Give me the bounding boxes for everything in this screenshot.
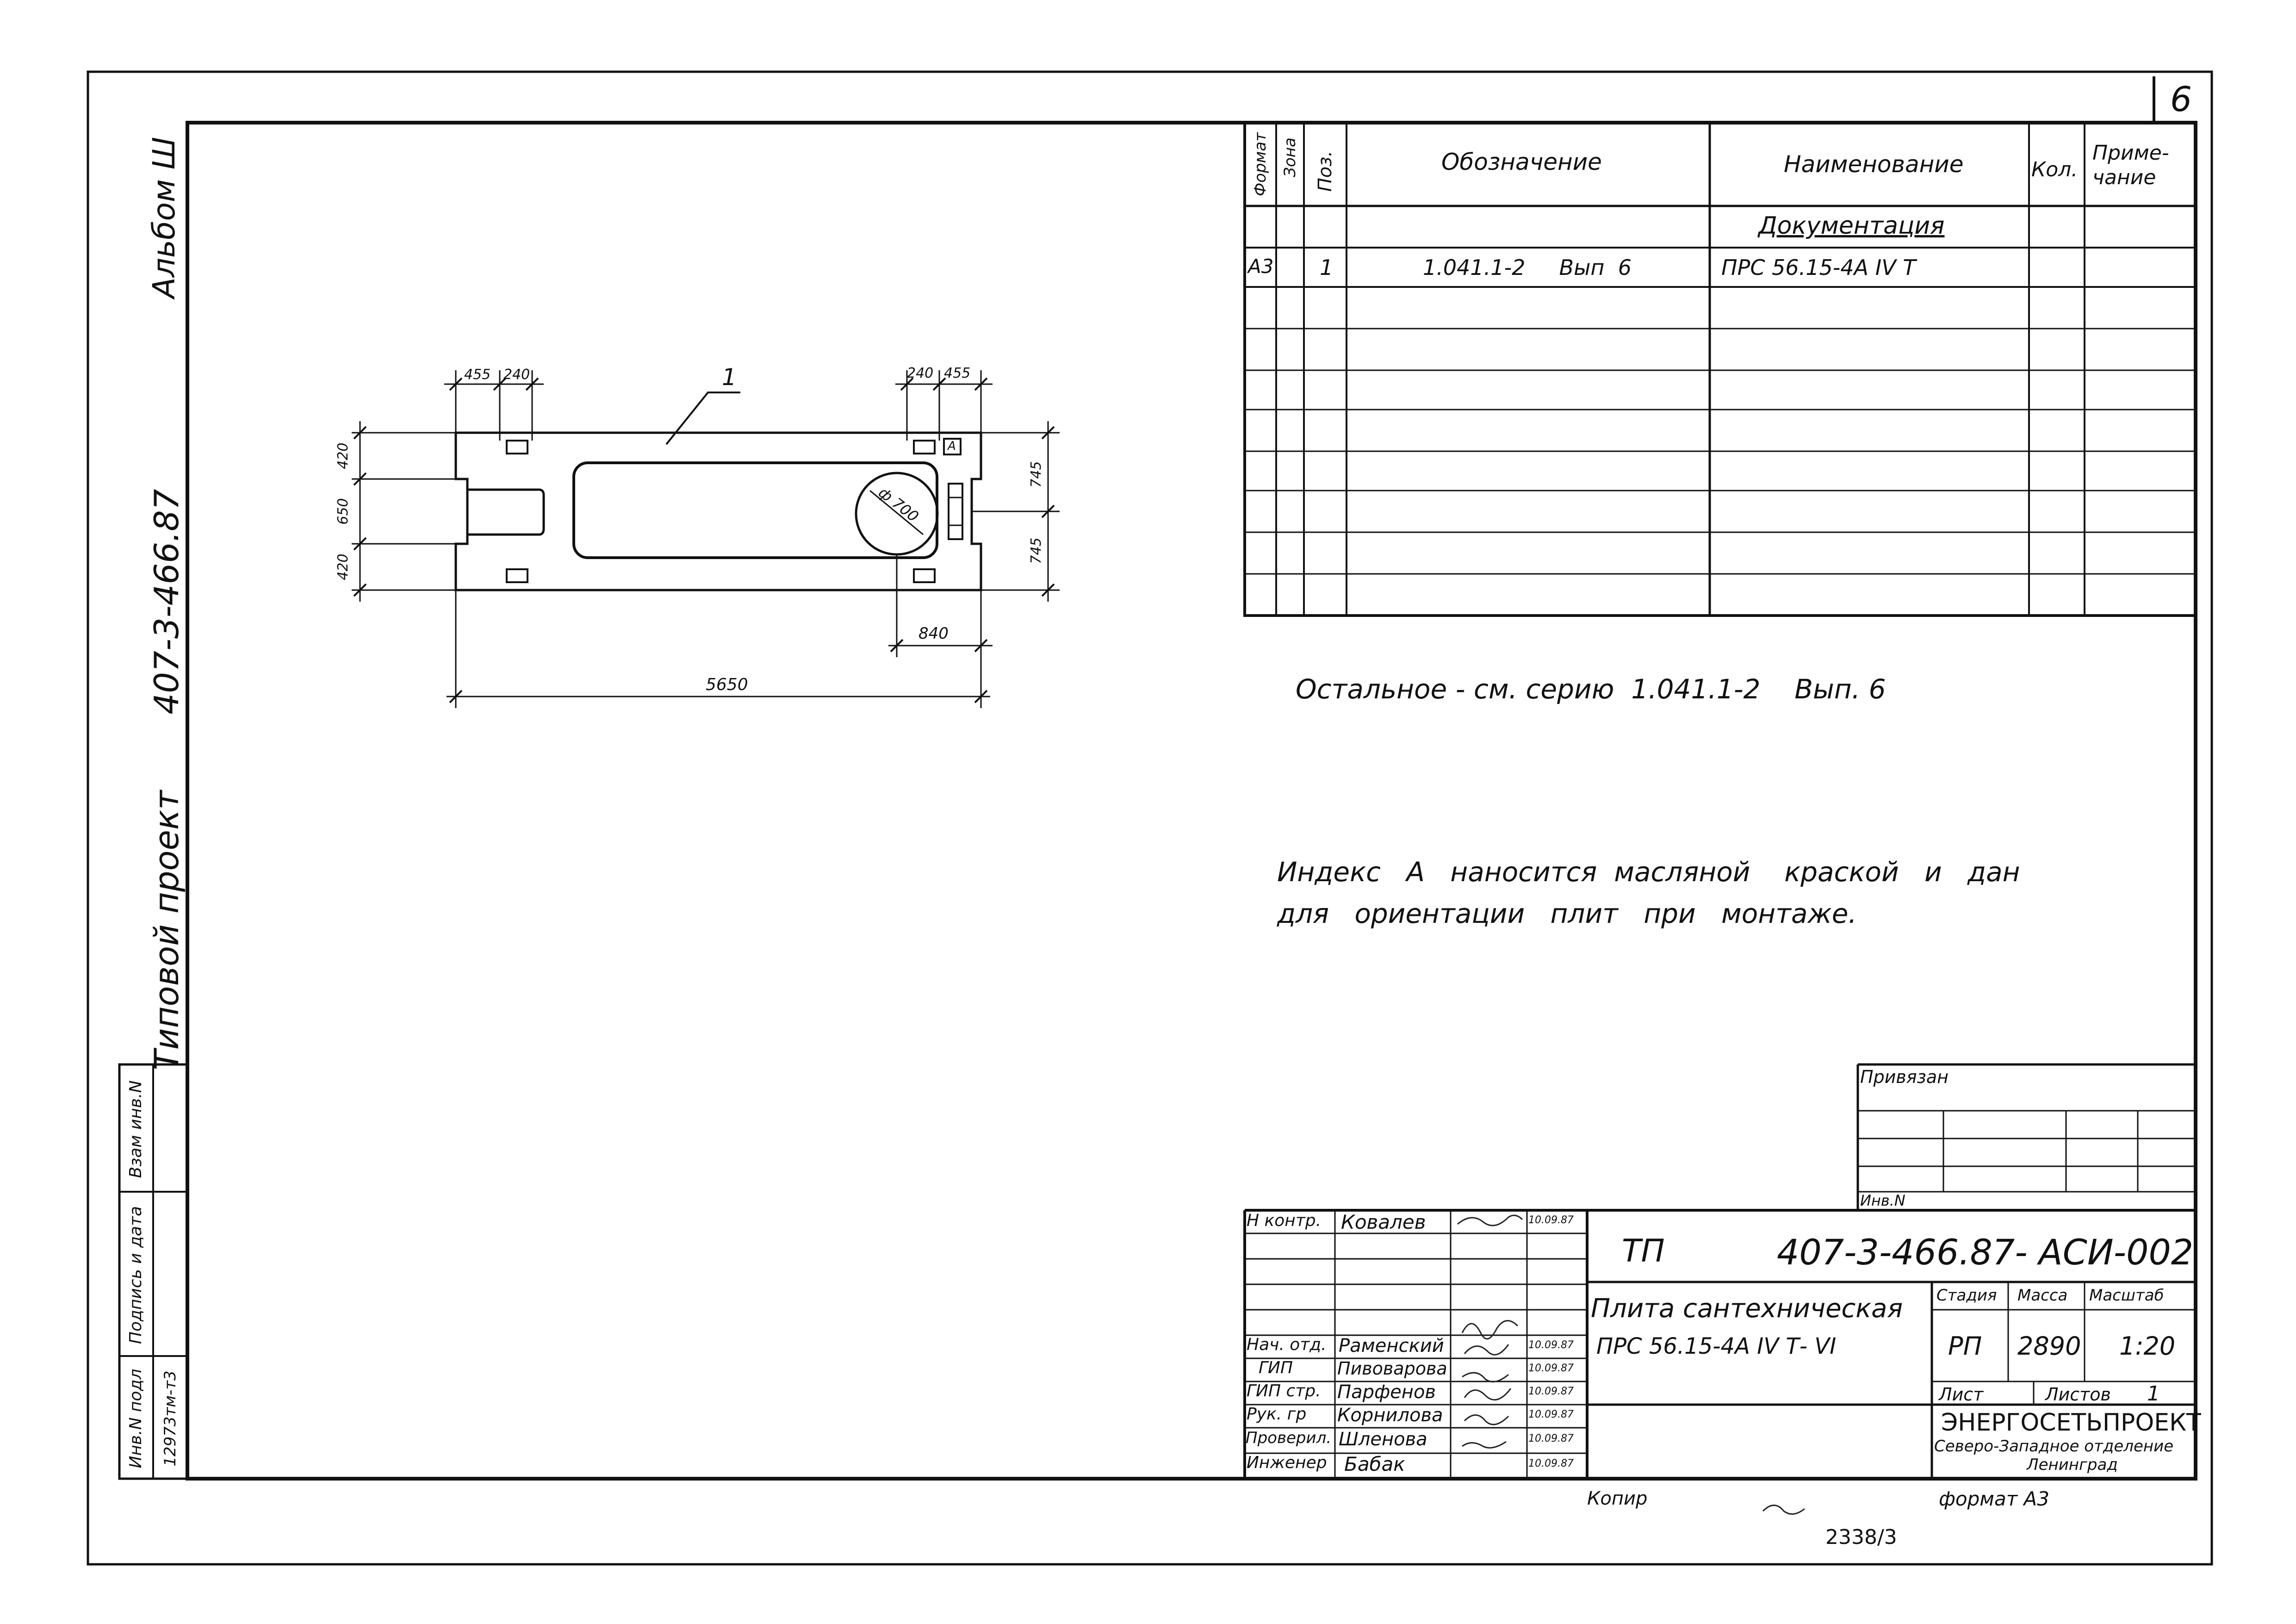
tp-label: ТП (1622, 1233, 1665, 1269)
sig-role: Рук. гр (1247, 1405, 1307, 1424)
dimension-lines (352, 370, 1060, 708)
sig-name: Корнилова (1337, 1405, 1443, 1426)
sig-date: 10.09.87 (1528, 1458, 1574, 1469)
header-pos: Поз. (1315, 150, 1336, 192)
inv-n-label: Инв.N (1860, 1192, 1905, 1209)
org-branch: Северо-Западное отделение (1934, 1437, 2174, 1456)
header-note: Приме- чание (2092, 141, 2169, 189)
spec-table-lines (1243, 121, 2197, 617)
privyazan-label: Привязан (1860, 1067, 1948, 1087)
scale-value: 1:20 (2119, 1332, 2176, 1361)
header-qty: Кол. (2031, 158, 2078, 181)
document-code: 407-3-466.87- АСИ-002 (1777, 1232, 2194, 1273)
format-label: формат А3 (1939, 1487, 2049, 1510)
sig-role: Проверил. (1246, 1429, 1332, 1447)
stage-value: РП (1948, 1332, 1982, 1361)
sig-role: ГИП стр. (1247, 1381, 1321, 1400)
dim-left-2: 650 (335, 498, 351, 525)
dim-top-right-1: 240 (907, 365, 934, 381)
mass-value: 2890 (2017, 1332, 2081, 1361)
scale-label: Масштаб (2089, 1286, 2164, 1305)
note-index-line2: для ориентации плит при монтаже. (1277, 898, 1857, 929)
sheets-label: Листов (2045, 1384, 2111, 1405)
note-index-line1: Индекс А наносится масляной краской и да… (1277, 856, 2020, 888)
sig-date: 10.09.87 (1528, 1433, 1574, 1444)
org-city: Ленинград (2027, 1456, 2118, 1474)
header-zone: Зона (1281, 137, 1299, 177)
title-line2: ПРС 56.15-4А IV Т- VI (1596, 1333, 1837, 1359)
mass-label: Масса (2017, 1286, 2068, 1305)
sheets-value: 1 (2147, 1382, 2160, 1406)
sig-date: 10.09.87 (1528, 1339, 1574, 1351)
sig-name: Шленова (1339, 1429, 1427, 1450)
sig-date: 10.09.87 (1528, 1409, 1574, 1420)
sig-name: Бабак (1344, 1453, 1405, 1475)
sig-date: 10.09.87 (1528, 1214, 1574, 1226)
dim-bottom-5650: 5650 (706, 675, 748, 694)
spec-section-title: Документация (1758, 212, 1945, 240)
signature-scribbles (1457, 1214, 1805, 1515)
dim-top-left-2: 240 (503, 367, 530, 383)
title-block-lines (1243, 1063, 2196, 1479)
spec-row-name: ПРС 56.15-4А IV Т (1721, 255, 1916, 280)
sheet-number: 6 (2170, 80, 2192, 119)
sig-name: Ковалев (1341, 1211, 1426, 1233)
spec-row-format: А3 (1248, 255, 1274, 278)
stage-label: Стадия (1936, 1286, 1997, 1305)
spec-row-pos: 1 (1320, 255, 1334, 280)
plate-drawing (454, 392, 982, 591)
sig-name: Парфенов (1337, 1381, 1436, 1403)
dim-top-right-2: 455 (944, 365, 971, 381)
note-rest: Остальное - см. серию 1.041.1-2 Вып. 6 (1296, 673, 1886, 705)
sig-date: 10.09.87 (1528, 1386, 1574, 1397)
dim-right-1: 745 (1028, 461, 1044, 488)
sig-role: Инженер (1247, 1453, 1327, 1472)
sig-role: ГИП (1259, 1358, 1293, 1377)
side-vzam-inv: Взам инв.N (126, 1080, 145, 1178)
index-mark: А (948, 439, 956, 453)
header-designation: Обозначение (1441, 149, 1602, 175)
sig-role: Нач. отд. (1247, 1335, 1327, 1354)
header-name: Наименование (1784, 151, 1964, 178)
dim-left-1: 420 (335, 442, 351, 469)
side-project-label: Типовой проект (147, 790, 186, 1070)
dim-left-3: 420 (335, 554, 351, 580)
title-line1: Плита сантехническая (1591, 1294, 1903, 1324)
header-format: Формат (1251, 132, 1270, 196)
spec-row-designation: 1.041.1-2 Вып 6 (1423, 255, 1632, 280)
leader-label: 1 (722, 364, 737, 391)
kopir-label: Копир (1587, 1488, 1648, 1509)
sig-name: Пивоварова (1337, 1358, 1447, 1379)
side-inv-value: 12973тм-т3 (161, 1370, 180, 1467)
sig-date: 10.09.87 (1528, 1363, 1574, 1374)
sig-name: Раменский (1339, 1335, 1444, 1356)
dim-bottom-840: 840 (918, 624, 949, 643)
side-inv-podl: Инв.N подл (126, 1369, 145, 1468)
org-name: ЭНЕРГОСЕТЬПРОЕКТ (1941, 1409, 2201, 1437)
side-album-label: Альбом Ш (146, 137, 182, 299)
sheet-label: Лист (1939, 1384, 1984, 1405)
dim-right-2: 745 (1028, 537, 1044, 564)
sig-role: Н контр. (1247, 1211, 1322, 1230)
archive-number: 2338/3 (1825, 1525, 1897, 1549)
dim-top-left-1: 455 (464, 367, 491, 383)
side-project-code: 407-3-466.87 (147, 489, 186, 715)
side-podpis-data: Подпись и дата (126, 1206, 145, 1344)
